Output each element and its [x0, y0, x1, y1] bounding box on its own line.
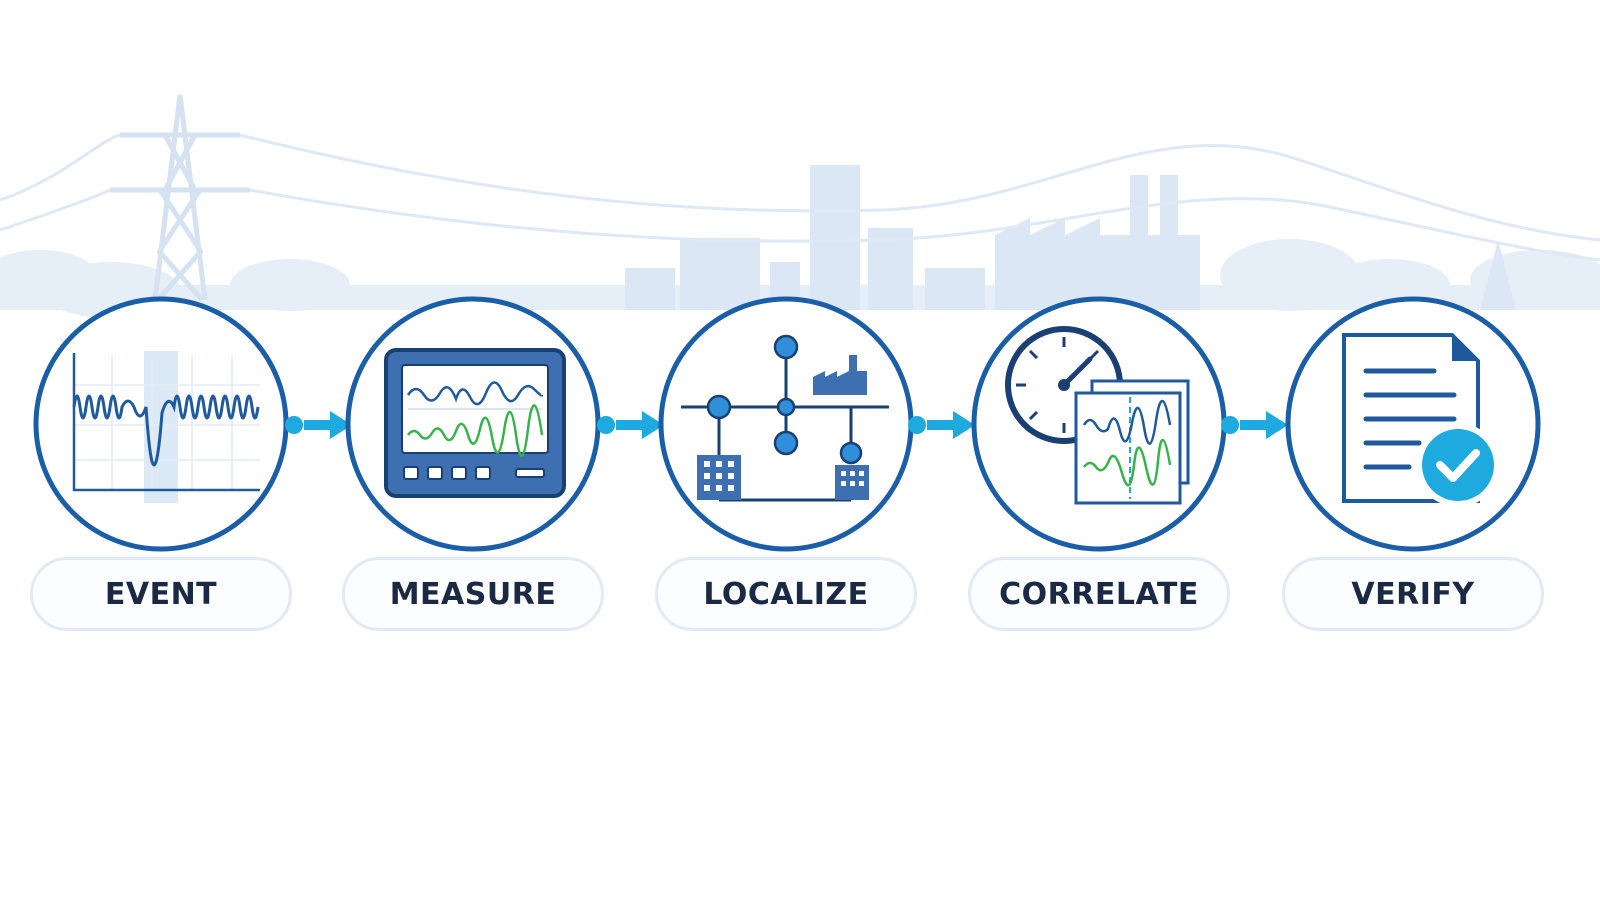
- step-label: CORRELATE: [968, 557, 1230, 631]
- clock-waveforms-icon: [971, 296, 1227, 552]
- flow-arrow-icon: [596, 407, 668, 443]
- step-circle: [970, 295, 1228, 553]
- step-circle: [657, 295, 915, 553]
- document-check-icon: [1285, 296, 1541, 552]
- step-label: LOCALIZE: [655, 557, 917, 631]
- waveform-sag-icon: [33, 296, 289, 552]
- step-label: VERIFY: [1282, 557, 1544, 631]
- step-circle: [32, 295, 290, 553]
- step-circle: [344, 295, 602, 553]
- network-topology-icon: [658, 296, 914, 552]
- flow-arrow-icon: [1220, 407, 1292, 443]
- power-quality-meter-icon: [345, 296, 601, 552]
- flow-arrow-icon: [284, 407, 356, 443]
- flow-arrow-icon: [907, 407, 979, 443]
- step-label: MEASURE: [342, 557, 604, 631]
- step-label: EVENT: [30, 557, 292, 631]
- step-circle: [1284, 295, 1542, 553]
